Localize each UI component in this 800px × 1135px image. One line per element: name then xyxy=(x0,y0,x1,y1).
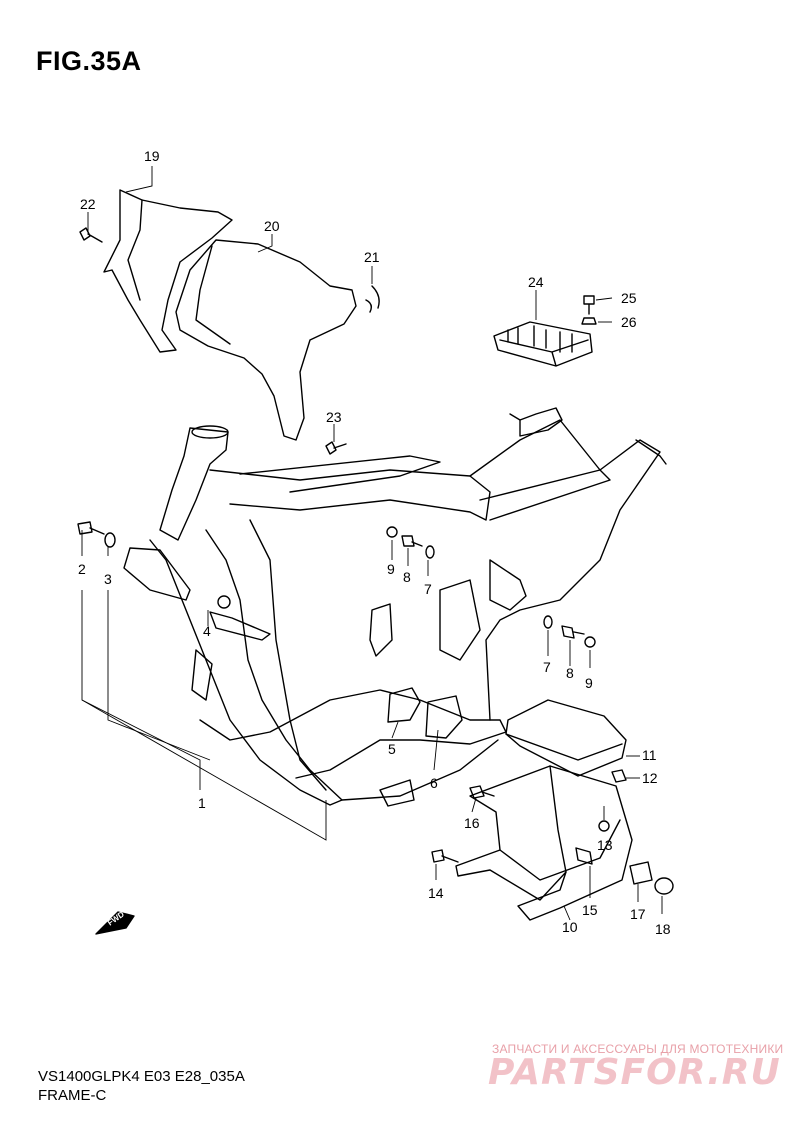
part-26-nut xyxy=(581,317,597,325)
part-25-screw xyxy=(583,295,595,315)
part-8-bolt-b xyxy=(561,625,585,639)
frame-bottom-tube xyxy=(199,689,507,779)
part-9-cap-a xyxy=(386,526,398,538)
part-16-screw xyxy=(469,785,495,799)
part-2-bolt xyxy=(77,521,105,535)
part-20-cover xyxy=(175,239,357,441)
part-17-cushion xyxy=(629,861,653,885)
part-11-cover xyxy=(505,699,627,777)
callout-13: 13 xyxy=(597,837,613,853)
callout-3: 3 xyxy=(104,571,112,587)
callout-25: 25 xyxy=(621,290,637,306)
fwd-arrow xyxy=(95,911,135,935)
callout-4: 4 xyxy=(203,623,211,639)
callout-15: 15 xyxy=(582,902,598,918)
callout-8b: 8 xyxy=(566,665,574,681)
model-code: VS1400GLPK4 E03 E28_035A xyxy=(38,1068,245,1085)
callout-7a: 7 xyxy=(424,581,432,597)
part-18-cap xyxy=(654,877,674,895)
part-19-cover xyxy=(103,189,233,353)
part-7-washer-b xyxy=(543,615,553,629)
part-23-screw xyxy=(325,441,347,455)
callout-7b: 7 xyxy=(543,659,551,675)
callout-19: 19 xyxy=(144,148,160,164)
watermark-logo: PARTSFOR.RU xyxy=(488,1052,781,1093)
callout-9b: 9 xyxy=(585,675,593,691)
callout-14: 14 xyxy=(428,885,444,901)
callout-26: 26 xyxy=(621,314,637,330)
frame-steering-head xyxy=(159,427,229,541)
part-8-bolt-a xyxy=(401,535,423,547)
callout-22: 22 xyxy=(80,196,96,212)
part-10-battery-box xyxy=(455,765,633,921)
callout-20: 20 xyxy=(264,218,280,234)
part-14-screw xyxy=(431,849,459,863)
frame-bracket-6 xyxy=(425,695,463,739)
callout-10: 10 xyxy=(562,919,578,935)
part-4-nut xyxy=(217,595,231,609)
frame-rear-section xyxy=(469,419,661,721)
part-3-washer xyxy=(104,532,116,548)
callout-16: 16 xyxy=(464,815,480,831)
part-7-washer-a xyxy=(425,545,435,559)
callout-1: 1 xyxy=(198,795,206,811)
callout-8a: 8 xyxy=(403,569,411,585)
callout-24: 24 xyxy=(528,274,544,290)
part-24-block xyxy=(493,321,593,367)
callout-9a: 9 xyxy=(387,561,395,577)
callout-18: 18 xyxy=(655,921,671,937)
part-13-nut xyxy=(598,820,610,832)
callout-2: 2 xyxy=(78,561,86,577)
part-9-cap-b xyxy=(584,636,596,648)
part-15-screw xyxy=(575,847,593,865)
figure-title: FIG.35A xyxy=(36,46,142,76)
callout-17: 17 xyxy=(630,906,646,922)
callout-12: 12 xyxy=(642,770,658,786)
callout-11: 11 xyxy=(642,747,657,763)
callout-21: 21 xyxy=(364,249,380,265)
callout-6: 6 xyxy=(430,775,438,791)
frame-bracket-5 xyxy=(387,687,421,723)
callout-labels: 1 2 3 4 5 6 7 7 8 8 9 9 10 11 12 13 14 1… xyxy=(78,148,671,937)
part-22-screw xyxy=(79,227,103,243)
watermark-tagline: ЗАПЧАСТИ И АКСЕССУАРЫ ДЛЯ МОТОТЕХНИКИ xyxy=(492,1042,784,1056)
frame-top-tube xyxy=(209,469,491,521)
part-12-screw xyxy=(611,769,627,783)
part-21-clip xyxy=(365,285,380,313)
callout-23: 23 xyxy=(326,409,342,425)
callout-5: 5 xyxy=(388,741,396,757)
figure-name: FRAME-C xyxy=(38,1087,107,1104)
frame-down-tube xyxy=(149,529,343,806)
